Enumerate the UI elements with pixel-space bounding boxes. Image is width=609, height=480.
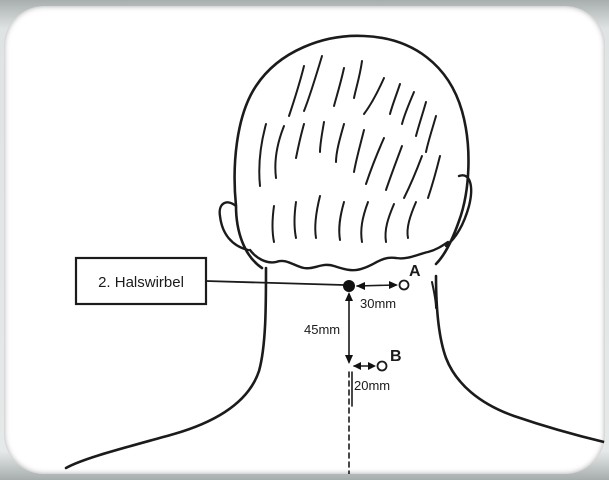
neck-diagram: 2. Halswirbel A 30mm 45mm B 20mm [4, 6, 605, 474]
arrow-to-b-head-left [353, 362, 361, 370]
hair-strokes [259, 56, 440, 242]
head-outline [235, 36, 469, 268]
illustration-card: 2. Halswirbel A 30mm 45mm B 20mm [4, 6, 605, 474]
distance-a-label: 30mm [360, 296, 396, 311]
pointer-line [206, 281, 344, 285]
point-b [378, 362, 387, 371]
neck-right [436, 276, 604, 442]
vertical-arrow-head-top [345, 292, 353, 301]
distance-b-label: 20mm [354, 378, 390, 393]
distance-vertical-label: 45mm [304, 322, 340, 337]
point-a [400, 281, 409, 290]
point-a-label: A [409, 263, 421, 280]
arrow-to-a-head-left [356, 282, 365, 290]
point-b-label: B [390, 348, 402, 365]
vertebra-point [343, 280, 355, 292]
arrow-to-a-head-right [389, 281, 398, 289]
vertical-arrow-head-bottom [345, 355, 353, 364]
arrow-to-b-head-right [368, 362, 376, 370]
vertebra-label-text: 2. Halswirbel [98, 274, 184, 291]
